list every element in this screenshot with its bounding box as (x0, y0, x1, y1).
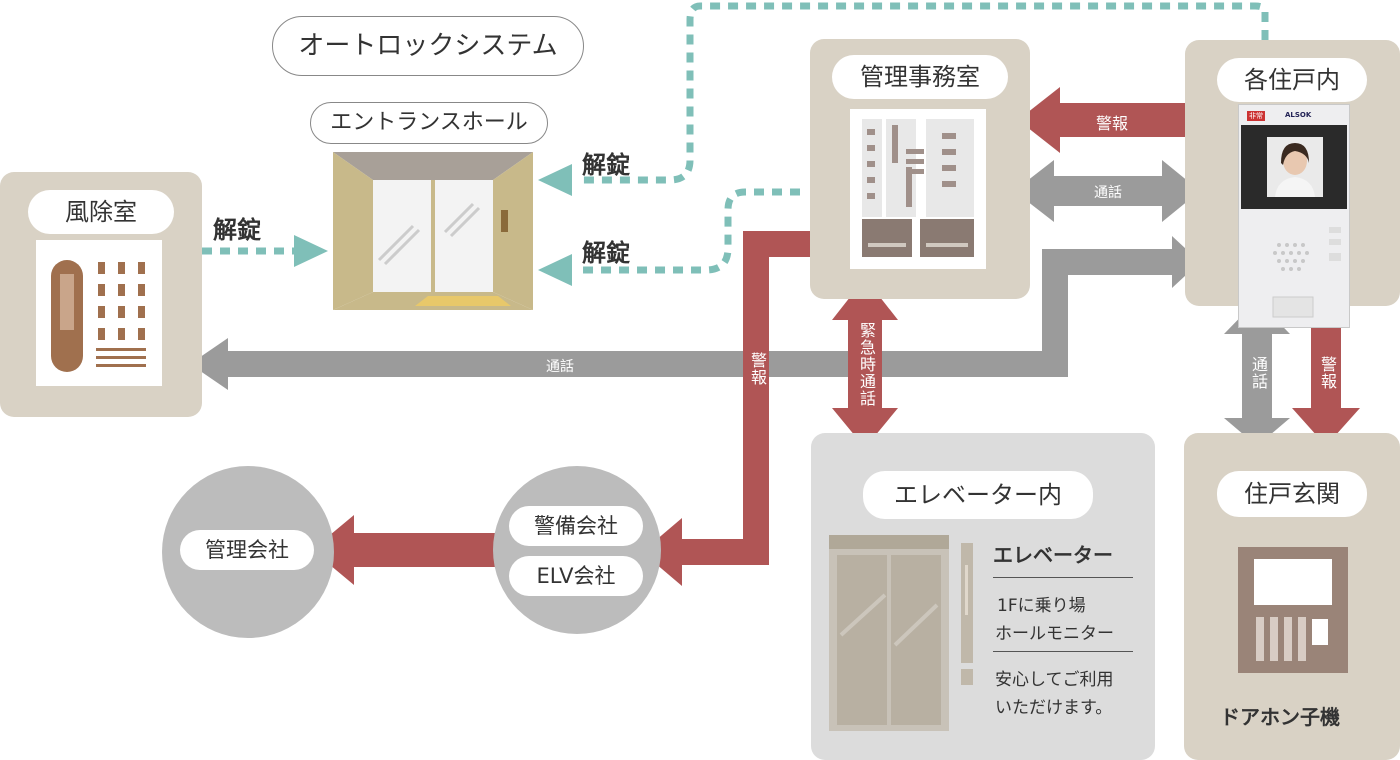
monitor-brand: ALSOK (1285, 111, 1312, 119)
unlock-label-unit: 解錠 (582, 151, 630, 179)
elevator-divider-1 (993, 577, 1133, 578)
management-office-box: 管理事務室 (810, 39, 1030, 299)
door-phone-label: ドアホン子機 (1220, 705, 1340, 729)
control-panel-icon (862, 119, 974, 257)
elevator-divider-2 (993, 651, 1133, 652)
elevator-inside-label: エレベーター内 (863, 471, 1093, 519)
security-company-label: 警備会社 (509, 506, 643, 546)
alarm-label-unit-entrance: 警報 (1318, 356, 1337, 390)
management-company-label: 管理会社 (180, 530, 314, 570)
unlock-arrow-office-hall (538, 188, 800, 286)
unit-entrance-label: 住戸玄関 (1217, 471, 1367, 517)
alarm-label-office-down: 警報 (748, 352, 767, 386)
alarm-arrow-security-management (312, 515, 498, 585)
elevator-box: エレベーター内 エレベーター 1Fに乗り場 ホールモニター 安心してご利用 いた… (811, 433, 1155, 760)
elevator-line-3: 安心してご利用 (995, 670, 1114, 690)
alarm-arrow-unit-office (1018, 87, 1203, 153)
call-label-vestibule-unit: 通話 (546, 359, 574, 375)
unlock-label-vestibule: 解錠 (213, 216, 261, 244)
unit-entrance-box: 住戸玄関 ドアホン子機 (1184, 433, 1400, 760)
elevator-line-4: いただけます。 (995, 698, 1113, 718)
control-panel (850, 109, 986, 269)
monitor-badge: 非常 (1247, 111, 1265, 121)
call-label-unit-entrance: 通話 (1249, 356, 1268, 390)
alarm-label-unit-office: 警報 (1096, 114, 1129, 133)
management-office-label: 管理事務室 (832, 55, 1008, 99)
security-elv-circle: 警備会社 ELV会社 (493, 466, 661, 634)
monitor-screen (1241, 125, 1347, 209)
system-title: オートロックシステム (272, 16, 584, 76)
vestibule-box: 風除室 (0, 172, 202, 417)
management-company-circle: 管理会社 (162, 466, 334, 638)
call-arrow-office-unit (1014, 160, 1200, 222)
each-unit-label: 各住戸内 (1217, 58, 1367, 102)
emergency-call-arrow (832, 278, 898, 448)
call-label-office-unit: 通話 (1094, 185, 1122, 201)
alarm-arrow-office-security (642, 231, 835, 586)
elevator-door-icon (829, 535, 973, 731)
door-phone-icon (1238, 547, 1348, 673)
entrance-hall-label: エントランスホール (310, 102, 548, 144)
unlock-label-office: 解錠 (582, 239, 630, 267)
intercom-icon (51, 260, 146, 372)
room-monitor: 非常 ALSOK (1238, 104, 1350, 328)
vestibule-label: 風除室 (28, 190, 174, 234)
elv-company-label: ELV会社 (509, 556, 643, 596)
elevator-panel-heading: エレベーター (993, 543, 1113, 567)
each-unit-box: 各住戸内 非常 ALSOK (1185, 40, 1400, 328)
elevator-line-2: ホールモニター (995, 624, 1114, 644)
intercom-panel (36, 240, 162, 386)
unlock-arrow-vestibule-hall (202, 235, 328, 267)
video-screen-icon (1267, 137, 1323, 197)
entrance-hall-door-icon (333, 152, 533, 310)
elevator-line-1: 1Fに乗り場 (997, 596, 1086, 616)
speaker-grille-icon (1272, 227, 1341, 318)
unlock-arrow-unit-hall (538, 2, 1269, 196)
emergency-call-label: 緊急時通話 (857, 322, 876, 407)
